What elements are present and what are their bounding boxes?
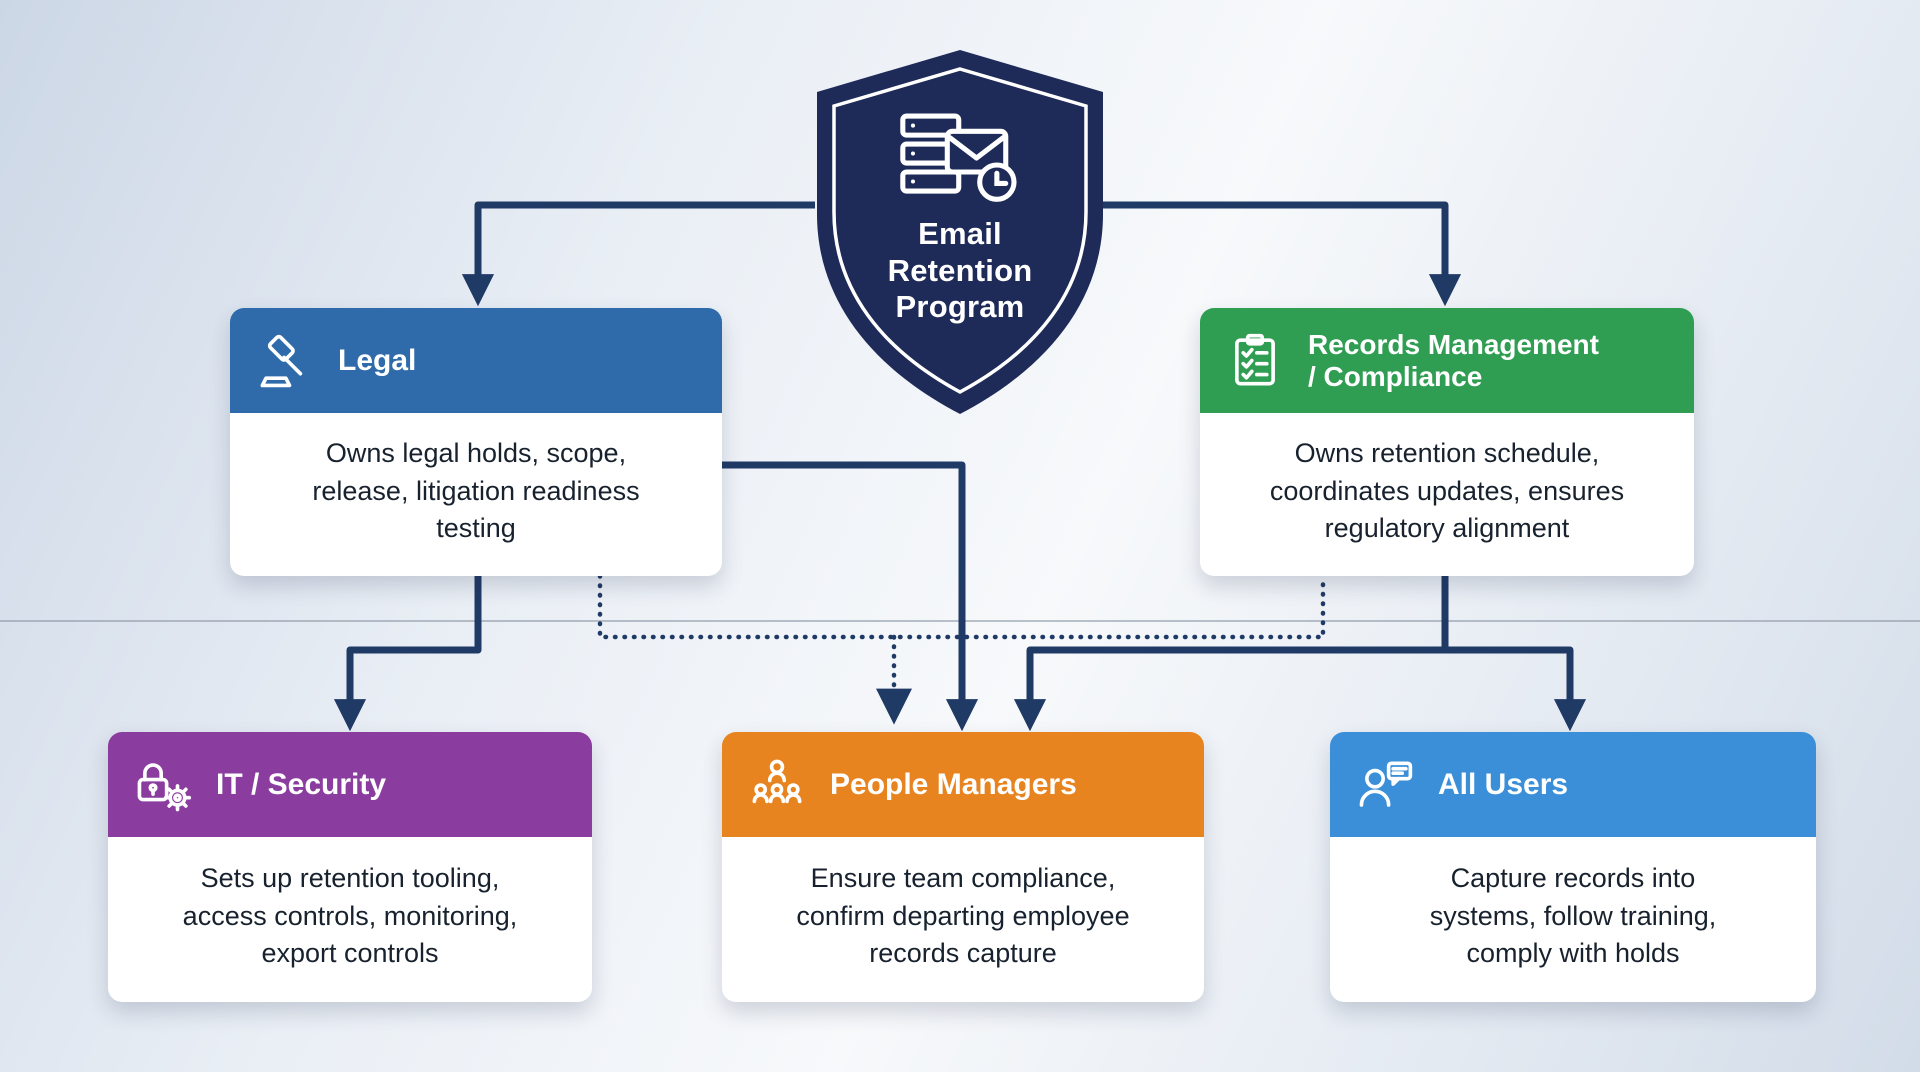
card-it-title: IT / Security xyxy=(216,767,387,801)
diagram-title: Email Retention Program xyxy=(887,216,1033,325)
card-legal-header: Legal xyxy=(230,308,722,413)
email-server-clock-icon xyxy=(900,113,1017,202)
card-records-header: Records Management / Compliance xyxy=(1200,308,1694,413)
card-legal-title: Legal xyxy=(338,343,417,377)
connector-records-to-people-managers xyxy=(1013,574,1449,732)
card-it-security: IT / Security Sets up retention tooling,… xyxy=(108,732,592,1002)
card-people-managers: People Managers Ensure team compliance, … xyxy=(722,732,1204,1002)
shield-shape xyxy=(817,50,1103,414)
card-records-compliance: Records Management / Compliance Owns ret… xyxy=(1200,308,1694,576)
card-users-title: All Users xyxy=(1438,767,1569,801)
card-managers-body: Ensure team compliance, confirm departin… xyxy=(796,862,1130,969)
card-it-header: IT / Security xyxy=(108,732,592,837)
card-legal-body: Owns legal holds, scope, release, litiga… xyxy=(312,437,640,544)
card-legal: Legal Owns legal holds, scope, release, … xyxy=(230,308,722,576)
card-records-title: Records Management / Compliance xyxy=(1308,329,1599,392)
people-group-icon xyxy=(752,759,802,803)
card-users-header: All Users xyxy=(1330,732,1816,837)
connector-dotted-legal-to-records xyxy=(597,573,1326,640)
connector-records-to-all-users xyxy=(1441,574,1587,732)
card-it-body: Sets up retention tooling, access contro… xyxy=(182,862,518,969)
lock-gear-icon xyxy=(137,762,192,811)
card-all-users: All Users Capture records into systems, … xyxy=(1330,732,1816,1002)
checklist-icon xyxy=(1235,333,1275,385)
user-chat-icon xyxy=(1359,760,1413,807)
card-managers-header: People Managers xyxy=(722,732,1204,837)
connector-legal-to-people-managers xyxy=(720,461,979,732)
shield-email-retention-program: Email Retention Program xyxy=(800,42,1120,422)
card-records-body: Owns retention schedule, coordinates upd… xyxy=(1269,437,1625,544)
divider-line xyxy=(0,620,1920,622)
connector-legal-to-it-security xyxy=(333,574,482,732)
card-managers-title: People Managers xyxy=(830,767,1077,801)
connector-shield-to-records xyxy=(1103,201,1462,307)
card-users-body: Capture records into systems, follow tra… xyxy=(1429,862,1717,969)
gavel-icon xyxy=(260,334,303,387)
connector-shield-to-legal xyxy=(461,201,815,307)
